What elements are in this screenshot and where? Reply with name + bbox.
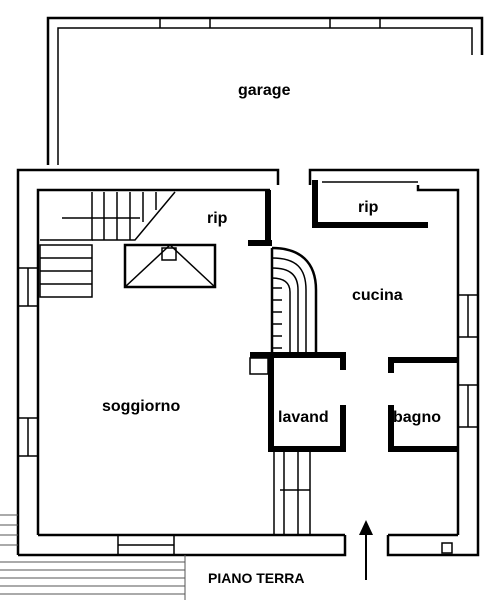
bagno-walls bbox=[388, 357, 458, 452]
room-label-rip-left: rip bbox=[207, 210, 228, 227]
rip-right-walls bbox=[312, 180, 428, 228]
garage-walls bbox=[46, 16, 484, 165]
room-label-bagno: bagno bbox=[393, 409, 441, 426]
staircase bbox=[39, 191, 176, 298]
room-label-soggiorno: soggiorno bbox=[102, 398, 180, 415]
curved-stair bbox=[270, 246, 318, 355]
room-label-rip-right: rip bbox=[358, 199, 379, 216]
room-label-garage: garage bbox=[238, 82, 291, 99]
corridor bbox=[273, 452, 311, 535]
exterior-steps bbox=[0, 514, 186, 600]
floor-title: PIANO TERRA bbox=[208, 570, 304, 586]
rip-left-walls bbox=[248, 190, 272, 246]
lavand-walls bbox=[249, 352, 346, 452]
exterior-walls bbox=[16, 168, 480, 557]
room-label-lavand: lavand bbox=[278, 409, 329, 426]
fireplace bbox=[123, 243, 217, 289]
room-label-cucina: cucina bbox=[352, 287, 403, 304]
entrance-arrow-icon bbox=[359, 520, 373, 580]
